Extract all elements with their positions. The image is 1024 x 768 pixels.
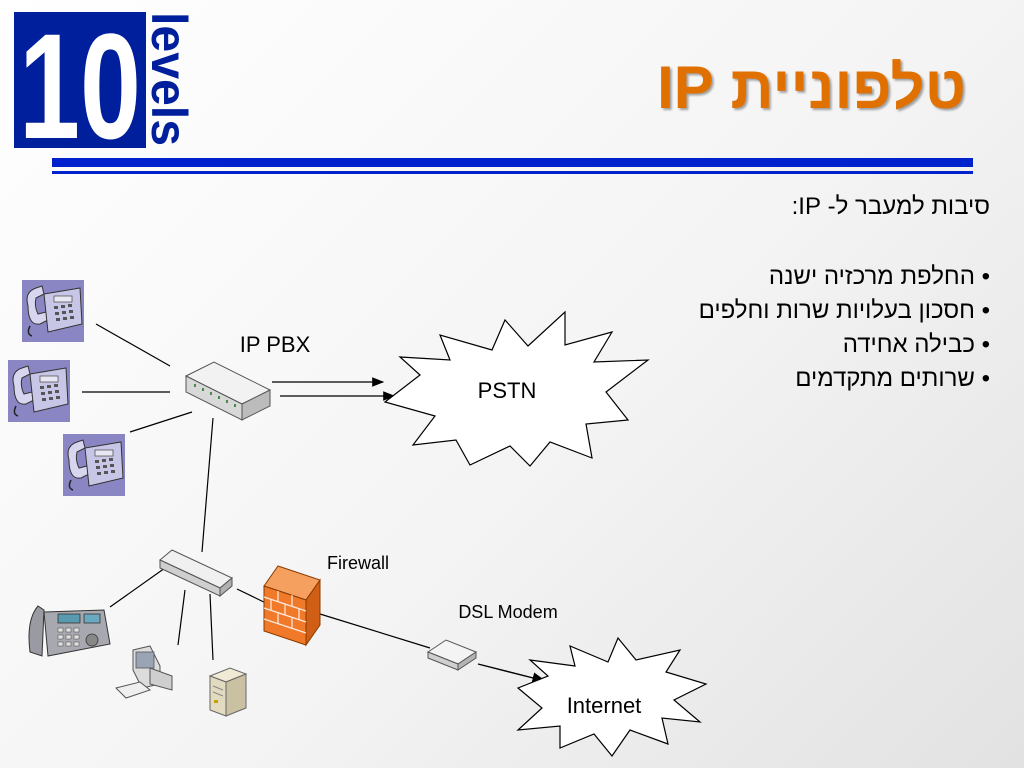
internet-label: Internet — [567, 693, 642, 718]
dsl-modem-icon — [426, 639, 478, 671]
reasons-list: החלפת מרכזיה ישנה חסכון בעלויות שרות וחל… — [699, 260, 990, 396]
server-icon — [208, 667, 248, 717]
firewall-label: Firewall — [327, 553, 389, 573]
intro-text: סיבות למעבר ל- IP: — [791, 193, 990, 220]
ip-phone-icon — [7, 359, 71, 423]
network-switch-icon — [159, 549, 233, 598]
company-logo: 10 levels — [14, 12, 192, 148]
dsl-modem-label: DSL Modem — [458, 602, 557, 622]
ip-phone-icon — [62, 433, 126, 497]
title-rule-thick — [52, 158, 973, 167]
pstn-label: PSTN — [478, 378, 537, 403]
reason-item: כבילה אחידה — [699, 328, 990, 362]
connection-lines — [82, 323, 431, 661]
logo-word: levels — [141, 12, 192, 146]
internet-arrow — [477, 663, 547, 684]
internet-cloud — [516, 636, 708, 757]
reason-item: שרותים מתקדמים — [699, 362, 990, 396]
firewall-icon — [263, 565, 321, 647]
title-rule-thin — [52, 171, 973, 174]
slide-title: טלפוניית IP — [657, 54, 966, 121]
logo-number: 10 — [19, 12, 141, 148]
ip-pbx-label: IP PBX — [240, 332, 311, 357]
ip-phone-icon — [21, 279, 85, 343]
reason-item: חסכון בעלויות שרות וחלפים — [699, 294, 990, 328]
reason-item: החלפת מרכזיה ישנה — [699, 260, 990, 294]
pstn-cloud — [383, 310, 650, 467]
ip-pbx-icon — [184, 361, 272, 421]
workstation-icon — [115, 645, 173, 699]
desk-phone-icon — [28, 605, 111, 657]
